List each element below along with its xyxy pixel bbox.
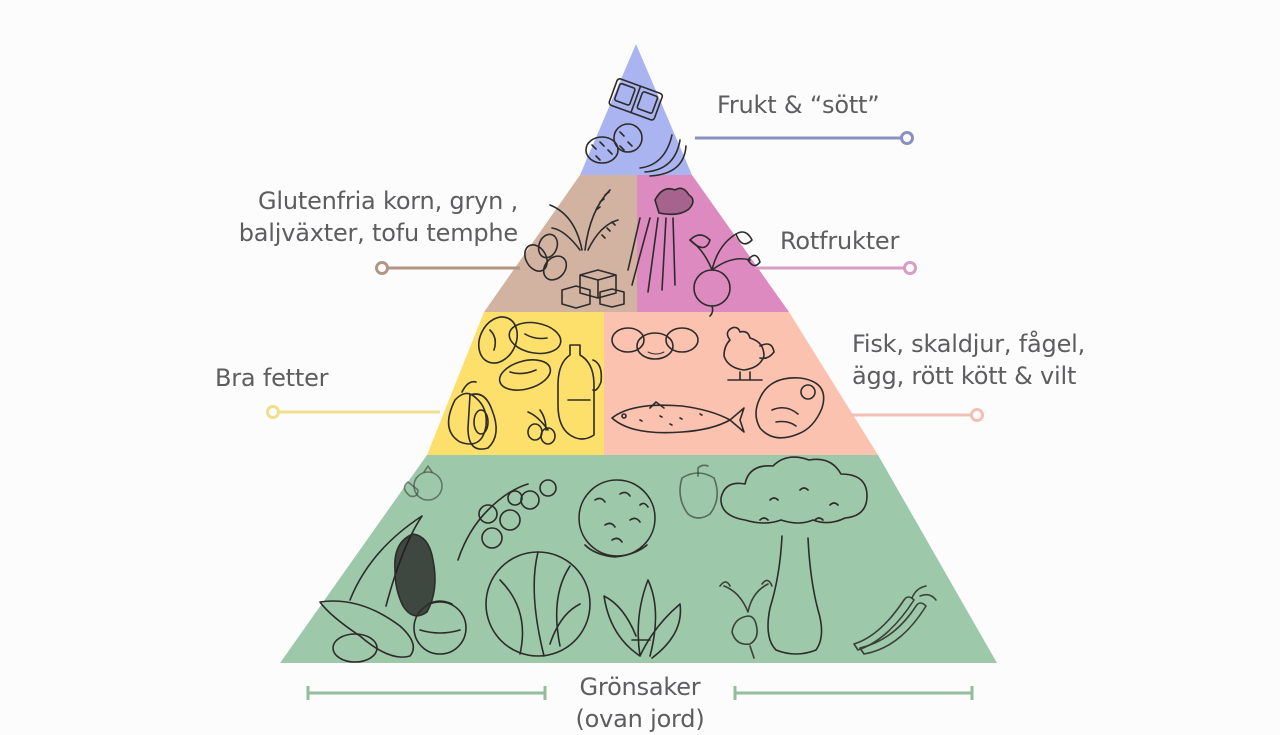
tier-good-fats — [427, 312, 604, 455]
connector-grains — [375, 261, 520, 275]
zucchini-eggplant-icon — [319, 515, 436, 663]
pea-pod-icon — [853, 585, 937, 655]
cabbage-icon — [485, 551, 591, 657]
olive-oil-bottle-icon — [557, 344, 603, 440]
rice-plant-icon — [549, 189, 619, 251]
label-protein-line1: Fisk, skaldjur, fågel, — [852, 330, 1086, 358]
label-vegetables: Grönsaker (ovan jord) — [540, 671, 740, 735]
label-root-vegetables: Rotfrukter — [780, 227, 900, 255]
cherry-tomatoes-icon — [457, 479, 557, 561]
beetroot-icon — [689, 231, 761, 317]
bell-pepper-icon — [679, 464, 718, 519]
beans-icon — [524, 233, 568, 281]
label-grains-line2: baljväxter, tofu temphe — [238, 219, 518, 247]
connector-roots — [755, 261, 917, 275]
tier-fruit-sweet — [580, 44, 692, 175]
connector-protein — [850, 408, 984, 422]
fish-icon — [611, 401, 745, 434]
tofu-cubes-icon — [561, 269, 625, 309]
cauliflower-icon — [578, 479, 656, 558]
label-grains-legumes: Glutenfria korn, gryn , baljväxter, tofu… — [150, 185, 518, 249]
spinach-icon — [603, 579, 682, 659]
connector-fruit — [695, 131, 914, 145]
label-protein: Fisk, skaldjur, fågel, ägg, rött kött & … — [852, 328, 1085, 392]
label-good-fats: Bra fetter — [215, 364, 329, 392]
tier-protein — [604, 312, 878, 455]
avocado-icon — [447, 380, 497, 450]
label-protein-line2: ägg, rött kött & vilt — [852, 362, 1077, 390]
carrots-icon — [627, 187, 694, 293]
tomato-icon — [403, 465, 443, 501]
raspberry-icon — [585, 123, 643, 164]
olives-icon — [527, 409, 556, 445]
label-fruit-sweet: Frukt & “sött” — [717, 91, 880, 119]
eggs-icon — [611, 327, 699, 360]
chocolate-bar-icon — [608, 78, 664, 121]
label-vegetables-line1: Grönsaker — [579, 673, 701, 701]
connector-vegetables — [306, 686, 974, 700]
almonds-icon — [477, 316, 562, 391]
broccoli-icon — [720, 456, 868, 655]
food-pyramid — [266, 44, 997, 700]
steak-icon — [755, 377, 825, 439]
tier-grains-legumes — [484, 175, 637, 312]
label-grains-line1: Glutenfria korn, gryn , — [258, 187, 518, 215]
radish-icon — [719, 579, 773, 659]
chicken-icon — [723, 326, 775, 381]
banana-icon — [639, 134, 687, 177]
cauliflower-small-tomato-icon — [413, 600, 467, 655]
label-vegetables-line2: (ovan jord) — [575, 705, 705, 733]
connector-fats — [266, 405, 440, 419]
